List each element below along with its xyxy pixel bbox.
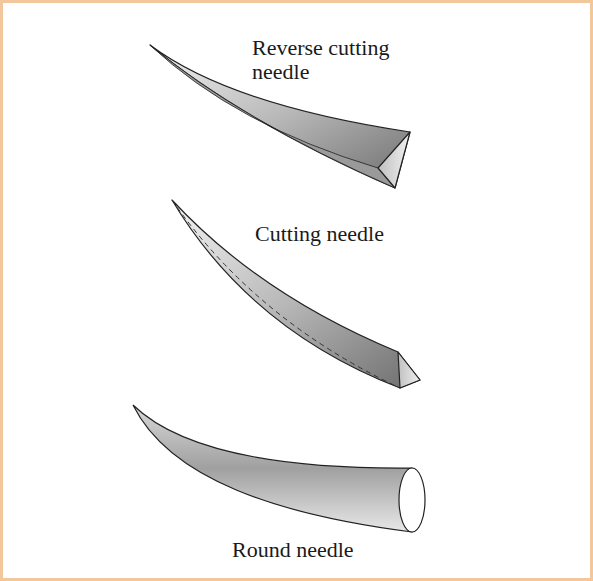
needle-label: Cutting needle: [255, 222, 425, 246]
round-needle: [133, 405, 425, 532]
needle-label: Reverse cutting needle: [252, 36, 392, 84]
needle-label: Round needle: [232, 538, 402, 562]
